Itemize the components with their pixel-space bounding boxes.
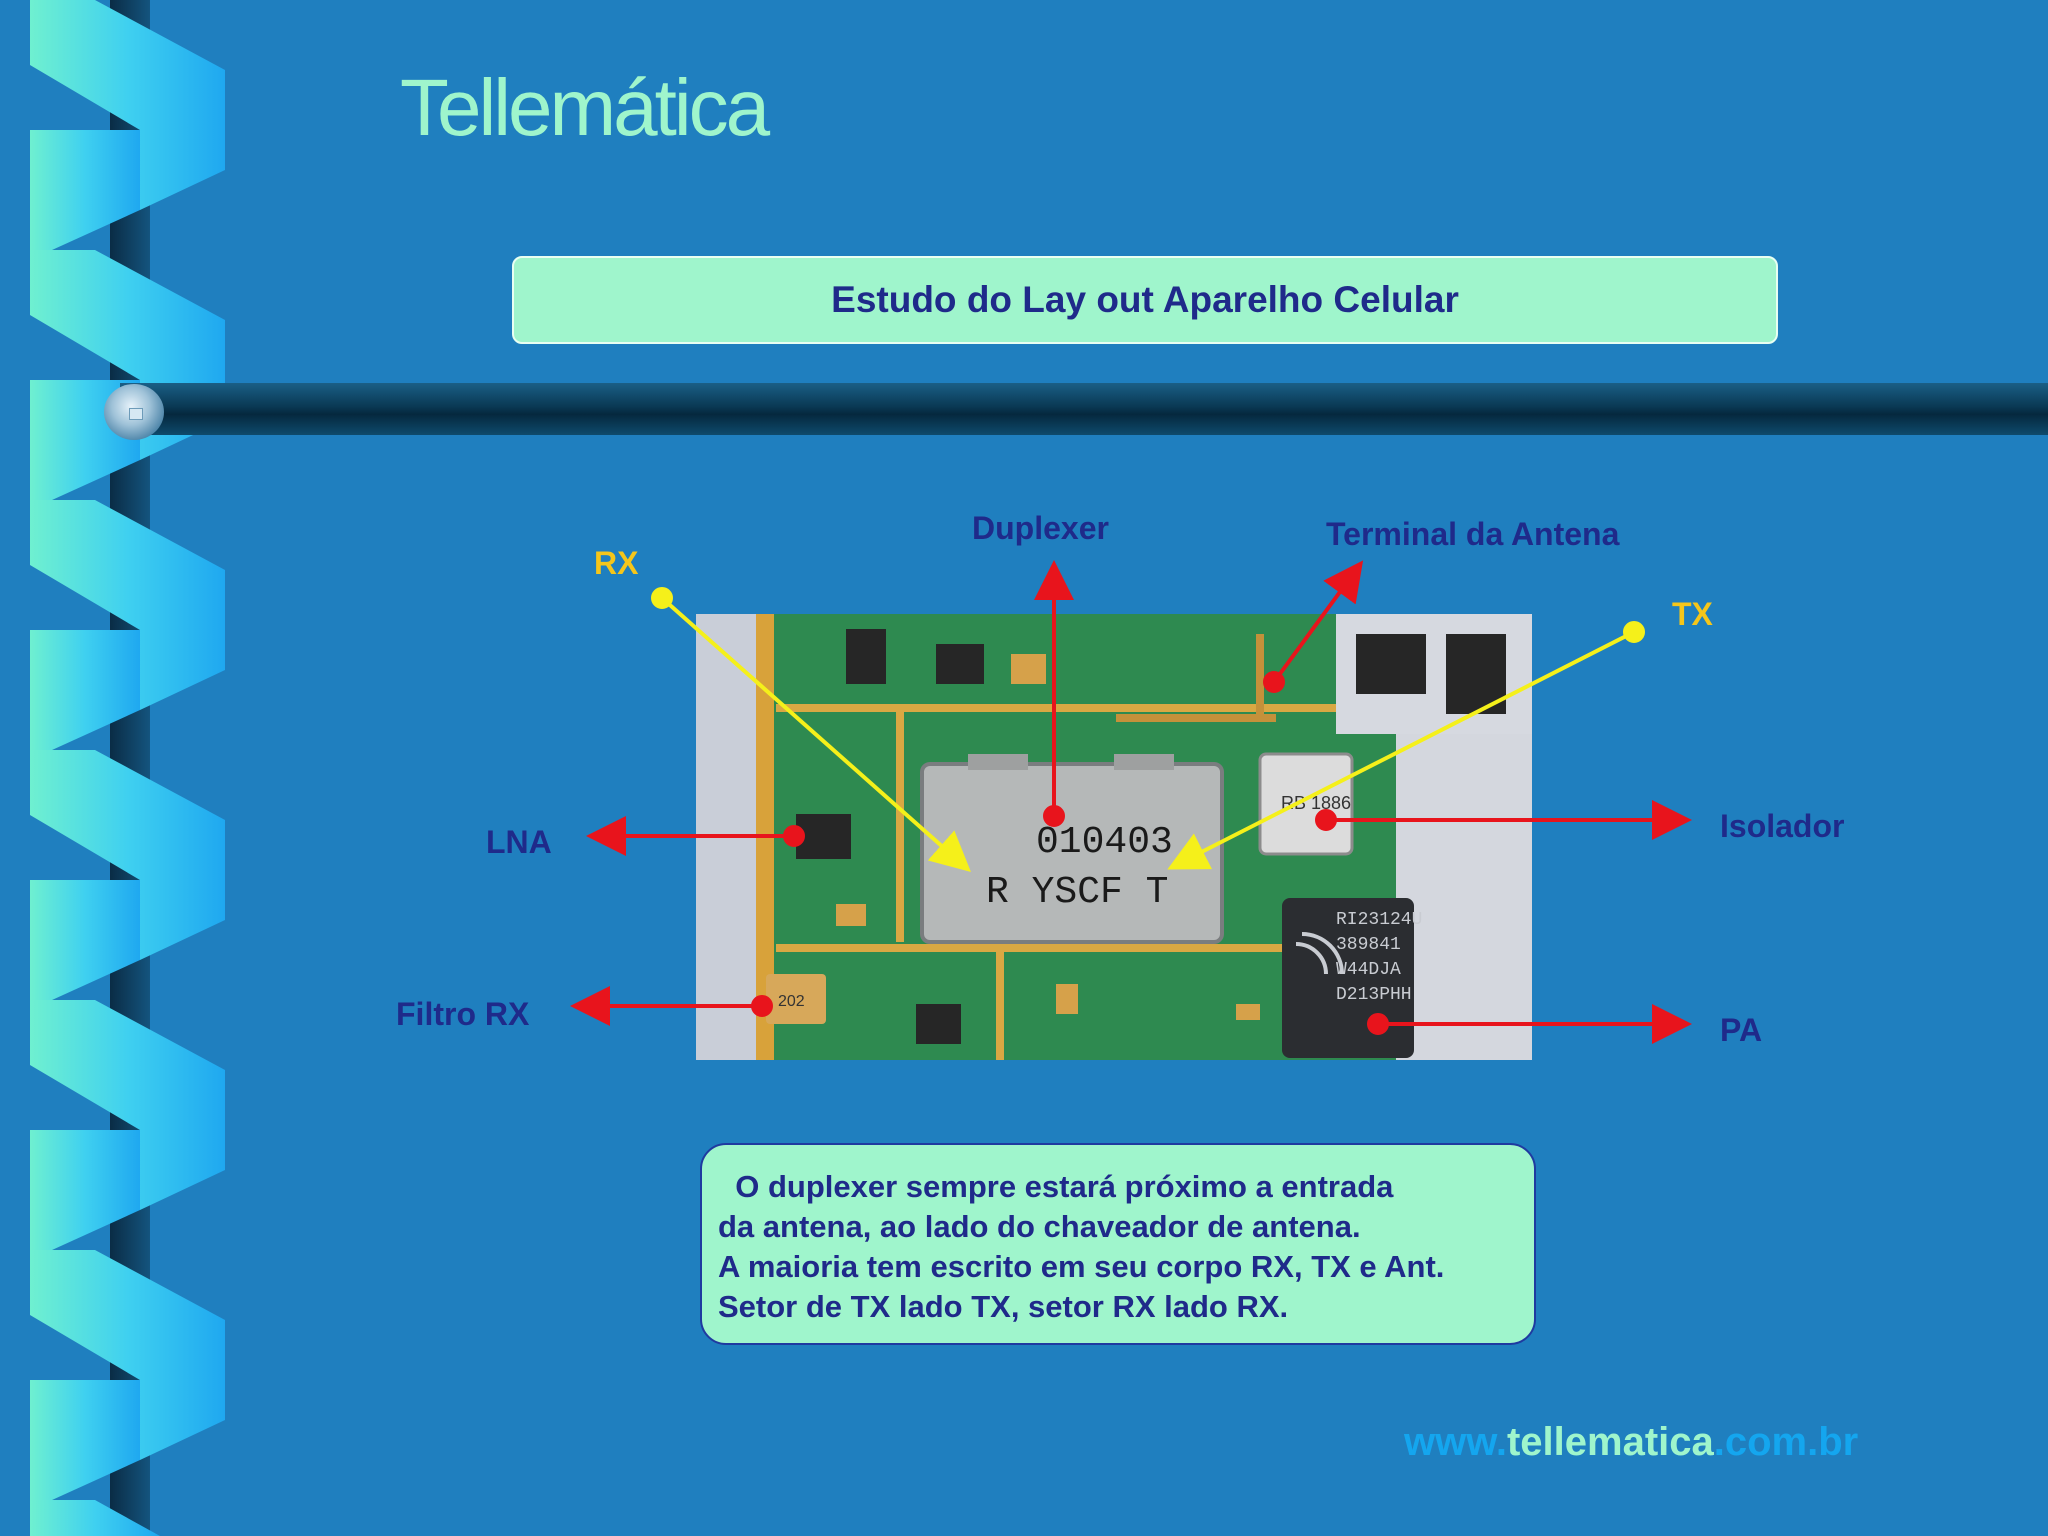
label-terminal-antena: Terminal da Antena — [1326, 516, 1620, 552]
isolator-marking: RB 1886 — [1281, 793, 1351, 813]
label-lna: LNA — [486, 824, 552, 860]
note-line-2: da antena, ao lado do chaveador de anten… — [718, 1209, 1361, 1244]
label-filtro-rx: Filtro RX — [396, 996, 530, 1032]
footer-url[interactable]: www.tellematica.com.br — [1404, 1420, 1858, 1465]
duplexer-marking-1: 010403 — [1036, 821, 1173, 864]
label-tx: TX — [1672, 596, 1713, 632]
label-rx: RX — [594, 545, 639, 581]
pcb-photo: 010403 R YSCF T RB 1886 RI23124U 389841 … — [696, 614, 1532, 1060]
pa-marking-2: 389841 — [1336, 935, 1401, 955]
label-pa: PA — [1720, 1012, 1763, 1048]
decorative-ribbon — [30, 0, 225, 1536]
divider-knob-icon — [104, 384, 164, 440]
footer-url-prefix: www. — [1404, 1420, 1507, 1464]
pa-marking-3: W44DJA — [1336, 960, 1401, 980]
label-duplexer: Duplexer — [972, 510, 1109, 546]
note-line-3: A maioria tem escrito em seu corpo RX, T… — [718, 1249, 1445, 1284]
label-isolador: Isolador — [1720, 808, 1845, 844]
horizontal-divider-bar — [120, 383, 2048, 435]
banner-title: Estudo do Lay out Aparelho Celular — [831, 279, 1459, 320]
note-line-4: Setor de TX lado TX, setor RX lado RX. — [718, 1289, 1289, 1324]
pa-marking-4: D213PHH — [1336, 985, 1412, 1005]
note-box: O duplexer sempre estará próximo a entra… — [700, 1143, 1536, 1345]
filter-marking: 202 — [778, 993, 805, 1010]
pa-marking-1: RI23124U — [1336, 910, 1422, 930]
section-banner: Estudo do Lay out Aparelho Celular — [512, 256, 1778, 344]
footer-url-domain: tellematica — [1506, 1420, 1714, 1464]
page-title: Tellemática — [400, 63, 770, 152]
footer-url-suffix: .com.br — [1713, 1420, 1859, 1464]
duplexer-marking-2: R YSCF T — [986, 871, 1168, 914]
note-line-1: O duplexer sempre estará próximo a entra… — [718, 1169, 1394, 1204]
